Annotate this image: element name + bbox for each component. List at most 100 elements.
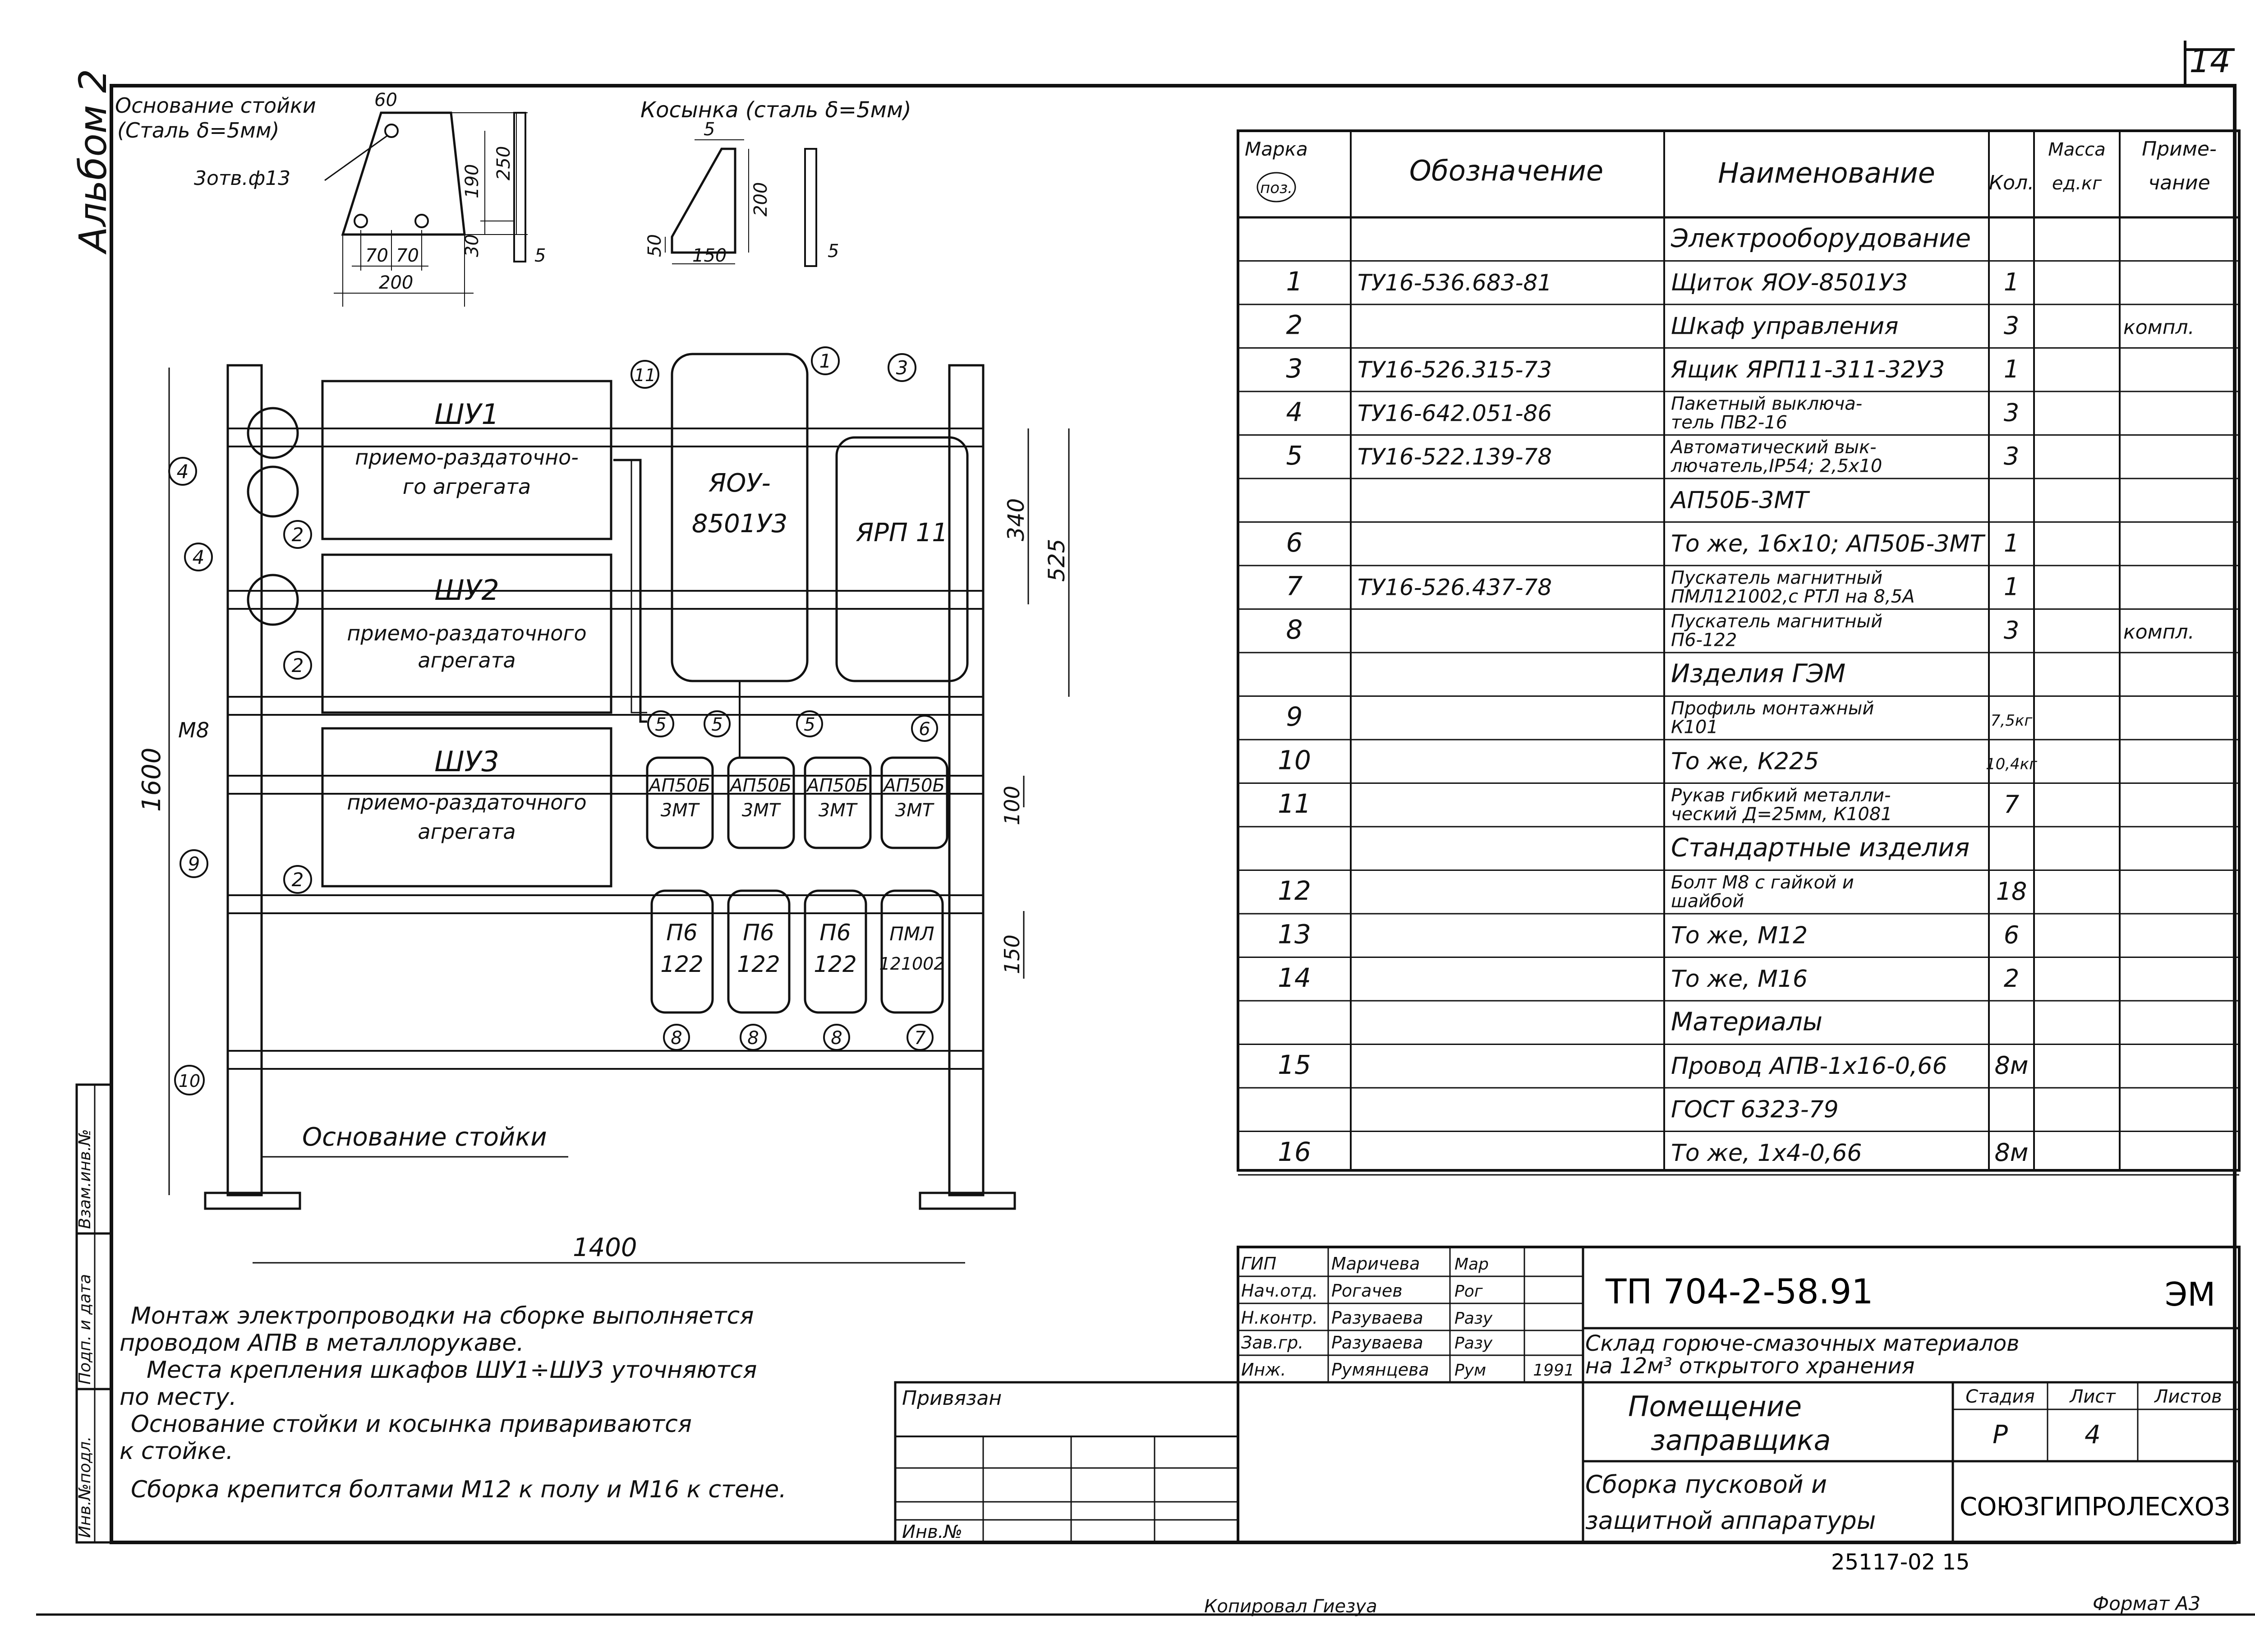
callout-number: 2 bbox=[292, 654, 304, 676]
starter-label: П6 bbox=[666, 920, 697, 946]
base-dim: 250 bbox=[493, 146, 514, 180]
stamp-name: Разуваева bbox=[1331, 1308, 1423, 1328]
box-label: ЯОУ- bbox=[708, 469, 770, 498]
spec-mark: 1 bbox=[1286, 266, 1303, 297]
base-dim: 200 bbox=[379, 272, 413, 293]
base-title-material: (Сталь δ=5мм) bbox=[117, 118, 280, 143]
spec-mark: 4 bbox=[1286, 397, 1303, 428]
base-holes: 3отв.ф13 bbox=[194, 167, 290, 190]
callout-number: 7 bbox=[914, 1028, 926, 1049]
header-note: Приме- bbox=[2142, 138, 2217, 161]
spec-mark: 5 bbox=[1286, 440, 1303, 471]
base-title: Основание стойки bbox=[115, 93, 316, 118]
spec-qty: 1 bbox=[2004, 355, 2019, 383]
spec-name: АП50Б-3МТ bbox=[1670, 487, 1810, 514]
breaker-label: АП50Б bbox=[729, 775, 792, 796]
base-dim: 190 bbox=[462, 164, 483, 198]
sheets-label: Листов bbox=[2154, 1386, 2222, 1407]
header-name: Наименование bbox=[1718, 156, 1935, 189]
gusset-dim: 200 bbox=[750, 182, 771, 216]
breaker-label: АП50Б bbox=[882, 775, 945, 796]
note-line: Места крепления шкафов ШУ1÷ШУ3 уточняютс… bbox=[147, 1357, 757, 1384]
stamp-role: ГИП bbox=[1241, 1254, 1276, 1274]
gusset-title: Косынка (сталь δ=5мм) bbox=[640, 97, 911, 123]
spec-name: Провод АПВ-1х16-0,66 bbox=[1671, 1053, 1947, 1080]
sheet-label: Лист bbox=[2069, 1386, 2116, 1407]
note-line: к стойке. bbox=[120, 1438, 233, 1465]
cabinet-desc: приемо-раздаточно- bbox=[355, 445, 579, 469]
spec-name: То же, 1х4-0,66 bbox=[1671, 1140, 1862, 1167]
callout-number: 4 bbox=[177, 460, 189, 483]
header-note: чание bbox=[2148, 171, 2210, 194]
spec-name: ПМЛ121002,с РТЛ на 8,5А bbox=[1671, 586, 1915, 607]
base-dim: 70 bbox=[365, 245, 388, 266]
dimension-label: 150 bbox=[1000, 934, 1024, 974]
page-number: 14 bbox=[2189, 42, 2231, 80]
spec-name: Профиль монтажный bbox=[1671, 698, 1874, 719]
callout-number: 3 bbox=[896, 357, 908, 379]
breaker-label: АП50Б bbox=[648, 775, 710, 796]
gusset-dim: 150 bbox=[692, 245, 727, 266]
spec-name: Пускатель магнитный bbox=[1671, 611, 1882, 632]
inv-label: Инв.№ bbox=[902, 1522, 962, 1542]
callout-number: 10 bbox=[179, 1071, 200, 1091]
spec-name: К101 bbox=[1671, 717, 1718, 738]
spec-qty: 3 bbox=[2004, 616, 2019, 644]
spec-name: лючатель,IР54; 2,5х10 bbox=[1671, 456, 1882, 477]
notes: Монтаж электропроводки на сборке выполня… bbox=[120, 1302, 787, 1503]
starter-label: ПМЛ bbox=[889, 923, 934, 945]
spec-name: То же, 16х10; АП50Б-3МТ bbox=[1671, 530, 1986, 557]
spec-name: Рукав гибкий металли- bbox=[1671, 785, 1891, 806]
drawing-title: Сборка пусковой и bbox=[1585, 1470, 1827, 1499]
starter-label: П6 bbox=[743, 920, 774, 946]
dimension-label: 525 bbox=[1044, 539, 1070, 582]
callout-markers: 1 2 2 2 3 4 4 5 5 5 6 7 8 8 bbox=[168, 346, 938, 1095]
note-line: Монтаж электропроводки на сборке выполня… bbox=[131, 1302, 754, 1330]
breaker-label: 3МТ bbox=[895, 800, 935, 821]
stamp-role: Зав.гр. bbox=[1241, 1333, 1303, 1353]
dimension-label: 340 bbox=[1003, 498, 1029, 541]
callout-number: 2 bbox=[292, 869, 304, 891]
stamp-name: Разуваева bbox=[1331, 1333, 1423, 1353]
gusset-dim: 50 bbox=[644, 234, 665, 257]
cabinet-name: ШУ1 bbox=[434, 398, 499, 431]
spec-mark: 15 bbox=[1278, 1049, 1311, 1080]
spec-qty: 3 bbox=[2004, 399, 2019, 427]
base-dim: 30 bbox=[462, 234, 483, 257]
callout-number: 5 bbox=[655, 714, 666, 735]
callout-number: 11 bbox=[634, 365, 656, 385]
cabinet-desc: го агрегата bbox=[403, 474, 531, 499]
callout-number: 2 bbox=[292, 524, 304, 546]
callout-number: 9 bbox=[188, 853, 200, 875]
spec-name: шайбой bbox=[1671, 891, 1744, 912]
spec-qty: 10,4кг bbox=[1986, 755, 2038, 773]
spec-designation: ТУ16-526.437-78 bbox=[1358, 575, 1552, 601]
base-dim: 5 bbox=[534, 245, 546, 266]
cabinet-desc: агрегата bbox=[418, 819, 515, 844]
callout-number: 6 bbox=[919, 719, 930, 740]
spec-name: Шкаф управления bbox=[1671, 313, 1898, 340]
stamp-role: Инж. bbox=[1241, 1360, 1286, 1380]
cabinet-name: ШУ2 bbox=[434, 574, 499, 607]
binding-block: Привязан Инв.№ bbox=[894, 1381, 1239, 1544]
spec-name: тель ПВ2-16 bbox=[1671, 412, 1787, 433]
spec-mark: 14 bbox=[1278, 962, 1311, 993]
stamp-role: Нач.отд. bbox=[1241, 1281, 1318, 1301]
breaker-label: АП50Б bbox=[805, 775, 868, 796]
cabinet-desc: приемо-раздаточного bbox=[347, 621, 586, 645]
base-dim: 70 bbox=[396, 245, 419, 266]
header-mass: Масса bbox=[2048, 139, 2106, 160]
header-qty: Кол. bbox=[1989, 171, 2034, 194]
organization: СОЮЗГИПРОЛЕСХОЗ bbox=[1960, 1492, 2230, 1522]
spec-designation: ТУ16-522.139-78 bbox=[1358, 444, 1552, 470]
side-stamp: Взам.инв.№ Подп. и дата Инв.№подл. bbox=[75, 1083, 113, 1544]
gusset-dim: 5 bbox=[704, 119, 715, 140]
spec-qty: 6 bbox=[2004, 921, 2019, 949]
copied-by: Копировал Гиезуа bbox=[1204, 1596, 1377, 1617]
spec-name: Пускатель магнитный bbox=[1671, 568, 1882, 589]
stamp-sign: Разу bbox=[1454, 1334, 1493, 1353]
stamp-name: Рогачев bbox=[1331, 1281, 1403, 1301]
spec-name: П6-122 bbox=[1671, 630, 1737, 651]
